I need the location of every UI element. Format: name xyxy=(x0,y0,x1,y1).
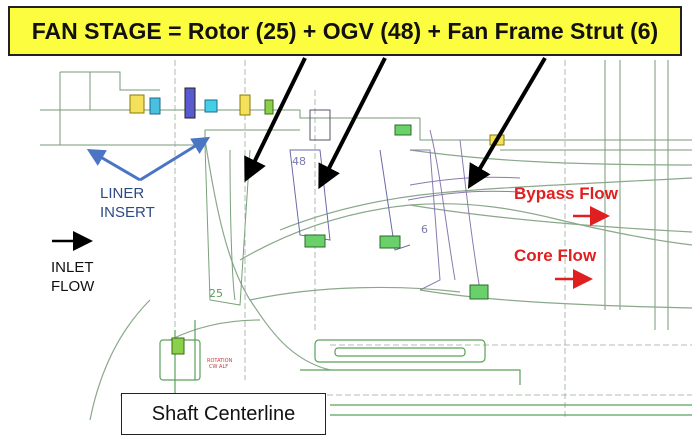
strut-callout-arrow xyxy=(467,56,547,189)
fan-stage-banner: FAN STAGE = Rotor (25) + OGV (48) + Fan … xyxy=(8,6,682,56)
flowpath-lines xyxy=(89,139,692,421)
rotor-blade-outline xyxy=(204,144,251,306)
hub-assembly xyxy=(159,320,692,416)
liner-insert-label: LINER INSERT xyxy=(100,184,155,222)
rotation-note-2: CW ALF xyxy=(209,364,228,370)
fasteners xyxy=(129,87,505,355)
dashed-reference-lines xyxy=(120,60,692,420)
ogv-callout-arrow xyxy=(318,57,387,190)
core-flow-label: Core Flow xyxy=(514,246,597,265)
shaft-centerline-label: Shaft Centerline xyxy=(121,393,326,435)
strut-airfoils xyxy=(407,129,521,291)
rotation-note: ROTATION xyxy=(207,358,233,364)
inlet-label-line1: INLET xyxy=(51,259,94,276)
strut-part-number: 6 xyxy=(421,223,428,236)
inlet-flow-label: INLET FLOW xyxy=(51,258,94,296)
rotor-part-number: 25 xyxy=(209,287,223,300)
liner-arrow-right xyxy=(139,136,211,182)
ogv-outline xyxy=(289,149,411,251)
inlet-label-line2: FLOW xyxy=(51,278,95,295)
liner-label-line2: INSERT xyxy=(100,204,155,221)
liner-arrow-left xyxy=(86,148,141,182)
liner-label-line1: LINER xyxy=(100,185,145,202)
ogv-part-number: 48 xyxy=(292,155,306,168)
rotor-callout-arrow xyxy=(244,57,307,183)
bypass-flow-label: Bypass Flow xyxy=(514,184,618,203)
